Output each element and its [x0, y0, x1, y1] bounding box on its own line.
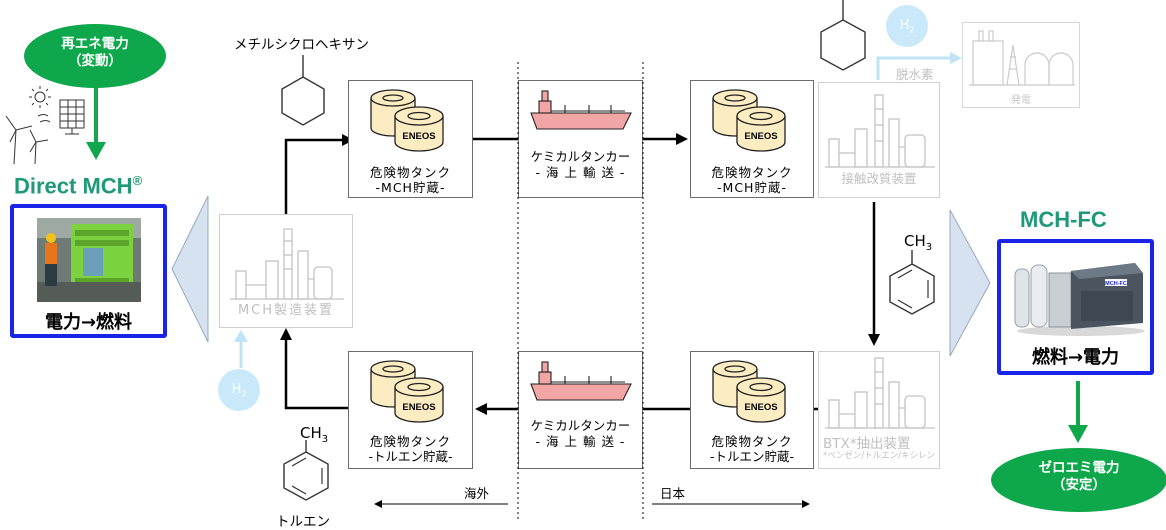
- mch-plant-box: MCH製造装置: [219, 214, 353, 328]
- tanker-top-line1: ケミカルタンカー: [530, 149, 631, 164]
- tanker-top: ケミカルタンカー - 海 上 輸 送 -: [518, 80, 643, 198]
- btx-label: BTX*抽出装置: [823, 436, 911, 452]
- arrowhead-top-right: [676, 133, 688, 145]
- mch-fc-title: MCH-FC: [1020, 207, 1107, 232]
- electrolyzer-photo: [37, 218, 141, 302]
- direct-mch-title-text: Direct MCH: [14, 173, 133, 199]
- reformer-label: 接触改質装置: [841, 171, 917, 186]
- sun-icon: [29, 86, 51, 108]
- reformer-box: 接触改質装置: [818, 82, 940, 198]
- direct-mch-title: Direct MCH®: [14, 173, 142, 199]
- fuel-cell-unit-photo: MCH-FC: [1014, 263, 1145, 336]
- eneos-logo-text: ENEOS: [744, 131, 777, 142]
- power-plant-icon: [969, 30, 1075, 86]
- region-overseas-label: 海外: [464, 486, 490, 501]
- factory-icon: [825, 94, 935, 168]
- tanker-bottom-line2: - 海 上 輸 送 -: [535, 434, 626, 449]
- h2-to-power-arrow: [876, 52, 962, 80]
- mch-plant-label: MCH製造装置: [237, 303, 335, 318]
- renewable-icons: [5, 86, 85, 165]
- zero-emission-label: ゼロエミ電力: [1038, 460, 1120, 476]
- ch3-sub-right: 3: [925, 242, 933, 253]
- wind-turbine-icon: [5, 114, 51, 165]
- ch3-text-left: CH: [300, 424, 322, 442]
- tank-bottom-right: ENEOS 危険物タンク -トルエン貯蔵-: [690, 351, 814, 469]
- tank-top-right: ENEOS 危険物タンク -MCH貯蔵-: [690, 80, 814, 198]
- h2-left-sub: 2: [241, 389, 247, 399]
- power-label: 発電: [1011, 95, 1031, 106]
- btx-note: *ベンゼン/トルエン/キシレン: [823, 451, 935, 461]
- renewable-power-oval: 再エネ電力 （変動）: [24, 24, 166, 88]
- dehydrogenation-label: 脱水素: [896, 67, 934, 82]
- tanker-top-line2: - 海 上 輸 送 -: [535, 165, 626, 180]
- right-triangle-arrow: [949, 209, 991, 357]
- tanker-bottom-line1: ケミカルタンカー: [530, 418, 631, 433]
- mch-molecule-icon: [281, 55, 325, 126]
- tank-icon: ENEOS: [712, 89, 786, 152]
- toluene-label: トルエン: [276, 514, 330, 530]
- toluene-molecule-icon-left: [283, 440, 329, 501]
- h2-right-circle: H2: [886, 5, 928, 47]
- factory-icon: [230, 228, 344, 300]
- methylcyclohexane-label: メチルシクロヘキサン: [234, 37, 369, 53]
- tank-bottom-left: ENEOS 危険物タンク -トルエン貯蔵-: [348, 351, 473, 469]
- zero-emission-oval: ゼロエミ電力 （安定）: [991, 448, 1166, 512]
- h2-right-text: H: [899, 18, 910, 33]
- power-plant-box: 発電: [962, 22, 1080, 108]
- factory-icon: [825, 357, 935, 429]
- tank-bottom-right-line2: -トルエン貯蔵-: [709, 449, 795, 464]
- mch-molecule-icon-right: [820, 0, 866, 71]
- renewable-power-label: 再エネ電力: [61, 36, 129, 52]
- h2-right-sub: 2: [909, 25, 915, 35]
- green-arrow-down-2: [1068, 381, 1088, 443]
- tank-top-left-line1: 危険物タンク: [369, 165, 451, 180]
- h2-left-circle: H2: [218, 369, 260, 411]
- region-japan-label: 日本: [660, 486, 686, 501]
- eneos-logo-text: ENEOS: [402, 131, 435, 142]
- solar-panel-icon: [59, 99, 85, 135]
- eneos-logo-text: ENEOS: [744, 402, 777, 413]
- h2-left-text: H: [231, 382, 242, 397]
- ch3-text-right: CH: [904, 232, 926, 250]
- ch3-label-left: CH3: [300, 424, 328, 445]
- tank-top-left: ENEOS 危険物タンク -MCH貯蔵-: [348, 80, 473, 198]
- overseas-arrowhead: [374, 500, 382, 508]
- tank-top-left-line2: -MCH貯蔵-: [375, 180, 446, 195]
- tank-icon: ENEOS: [370, 89, 444, 152]
- mch-fc-caption: 燃料→電力: [1031, 347, 1120, 368]
- tank-top-right-line2: -MCH貯蔵-: [717, 180, 787, 195]
- tank-bottom-right-line1: 危険物タンク: [711, 434, 793, 449]
- toluene-molecule-icon-right: [889, 250, 935, 315]
- arrow-tank-to-plant: [280, 328, 350, 410]
- mch-fc-frame: MCH-FC 燃料→電力: [997, 239, 1154, 375]
- worker-head: [46, 233, 56, 243]
- tank-icon: ENEOS: [370, 360, 444, 423]
- tank-icon: ENEOS: [712, 360, 786, 423]
- tank-bottom-left-line2: -トルエン貯蔵-: [368, 449, 453, 464]
- mch-fc-unit-badge: MCH-FC: [1105, 281, 1127, 287]
- direct-mch-frame: 電力→燃料: [10, 204, 167, 338]
- ch3-label-right: CH3: [904, 232, 932, 253]
- zero-emission-sub: （安定）: [1052, 477, 1106, 493]
- btx-box: BTX*抽出装置 *ベンゼン/トルエン/キシレン: [818, 351, 940, 469]
- tanker-bottom: ケミカルタンカー - 海 上 輸 送 -: [518, 351, 643, 469]
- left-triangle-arrow: [171, 195, 209, 343]
- green-arrow-down-1: [86, 86, 106, 160]
- worker-body: [45, 243, 57, 265]
- renewable-power-sub: （変動）: [68, 53, 122, 69]
- ch3-sub-left: 3: [321, 434, 329, 445]
- eneos-logo-text: ENEOS: [402, 402, 435, 413]
- h2-up-arrow: [234, 330, 248, 368]
- tank-top-right-line1: 危険物タンク: [711, 165, 793, 180]
- arrowhead-down-btx: [868, 334, 880, 346]
- arrowhead-bottom-left: [475, 403, 487, 415]
- ship-icon: [530, 90, 632, 130]
- registered-mark: ®: [132, 173, 143, 188]
- tank-bottom-left-line1: 危険物タンク: [369, 434, 451, 449]
- direct-mch-caption: 電力→燃料: [44, 312, 133, 333]
- japan-arrowhead: [802, 500, 810, 508]
- ship-icon: [530, 361, 632, 401]
